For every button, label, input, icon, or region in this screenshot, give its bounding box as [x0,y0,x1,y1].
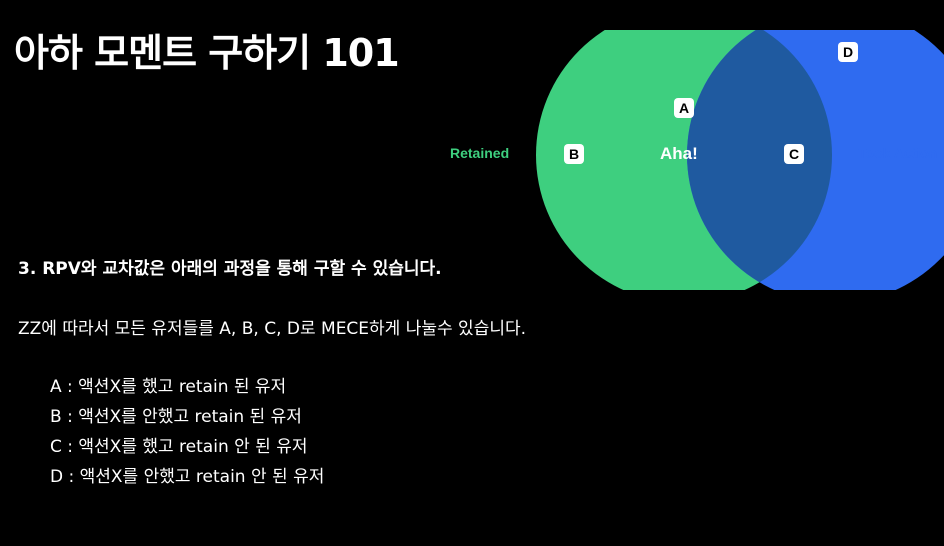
venn-svg [536,30,944,290]
section-heading: 3. RPV와 교차값은 아래의 과정을 통해 구할 수 있습니다. [18,259,442,279]
took-action-label: Took Action [858,145,938,161]
aha-label: Aha! [660,144,698,163]
list-item-b: B : 액션X를 안했고 retain 된 유저 [50,407,302,427]
list-item-d: D : 액션X를 안했고 retain 안 된 유저 [50,467,325,487]
badge-c: C [784,144,804,164]
segment-list: A : 액션X를 했고 retain 된 유저 B : 액션X를 안했고 ret… [50,374,324,494]
overlap-region [687,30,832,290]
retained-label: Retained [450,145,510,161]
badge-b: B [564,144,584,164]
list-item-a: A : 액션X를 했고 retain 된 유저 [50,377,287,397]
page-title: 아하 모멘트 구하기 101 [14,31,400,75]
venn-diagram: A Aha! B C D Retained Took Action [430,30,944,290]
mece-paragraph: ZZ에 따라서 모든 유저들를 A, B, C, D로 MECE하게 나눌수 있… [18,319,527,339]
badge-d: D [838,42,858,62]
badge-a: A [674,98,694,118]
list-item-c: C : 액션X를 했고 retain 안 된 유저 [50,437,308,457]
